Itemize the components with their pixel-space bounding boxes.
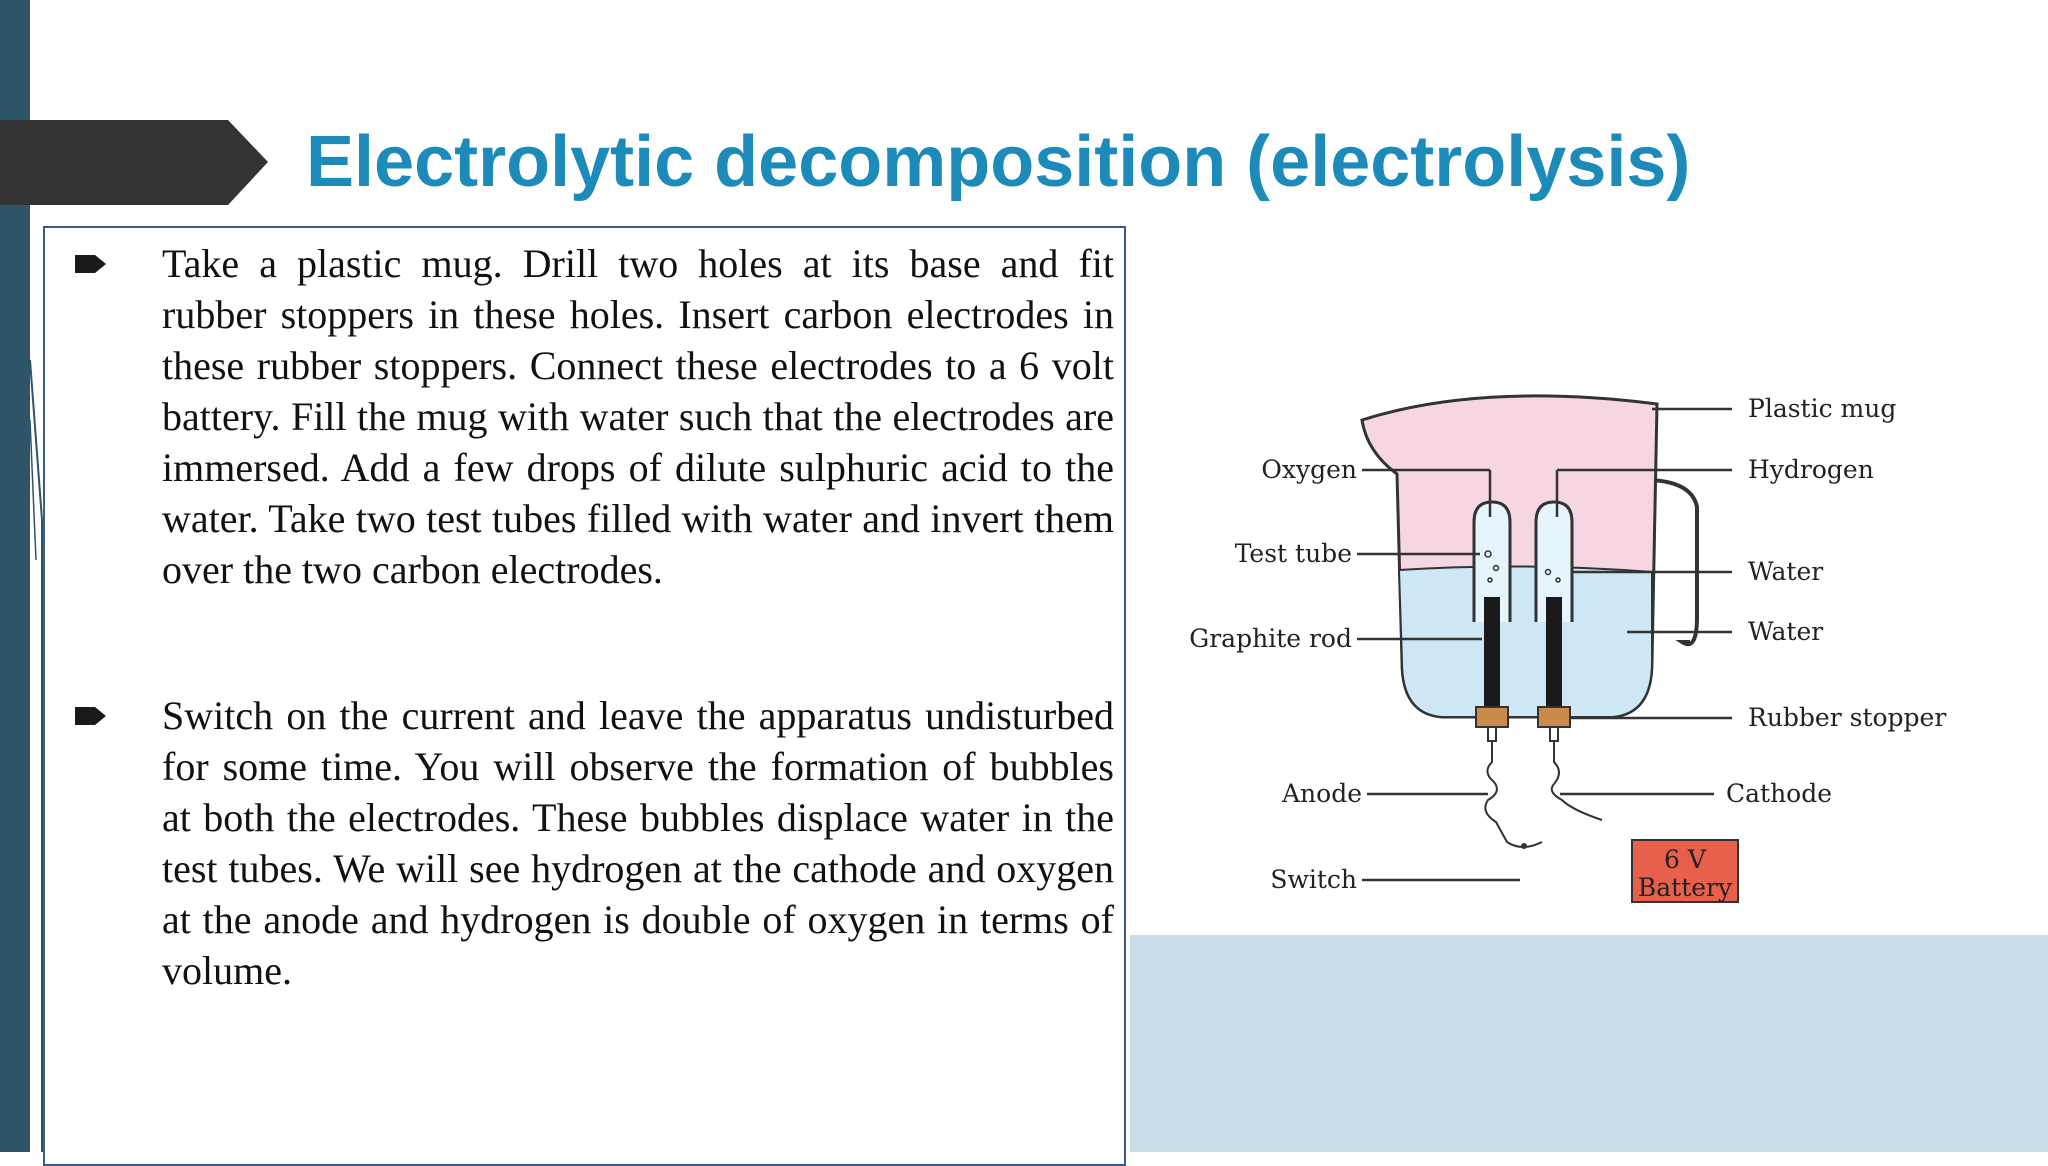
label-cathode: Cathode — [1726, 779, 1832, 808]
bullet-item: Switch on the current and leave the appa… — [75, 690, 1115, 996]
bullet-text: Switch on the current and leave the appa… — [162, 693, 1114, 993]
diagram-svg: 6 V Battery Oxygen Test tube Graphite ro… — [1189, 394, 1946, 903]
mug-handle — [1649, 478, 1699, 647]
left-decorative-lines — [29, 359, 43, 1152]
label-plastic-mug: Plastic mug — [1748, 394, 1896, 423]
bottom-band — [1130, 935, 2048, 1152]
battery-label-voltage: 6 V — [1664, 845, 1707, 874]
bullet-item: Take a plastic mug. Drill two holes at i… — [75, 238, 1115, 595]
arrow-bullet-icon — [75, 707, 106, 725]
label-hydrogen: Hydrogen — [1748, 455, 1874, 484]
bullet-text: Take a plastic mug. Drill two holes at i… — [162, 241, 1114, 592]
wire-anode — [1484, 741, 1543, 848]
test-tube-right — [1534, 500, 1574, 622]
slide-title: Electrolytic decomposition (electrolysis… — [306, 122, 1691, 202]
label-water-2: Water — [1748, 617, 1823, 646]
label-water-1: Water — [1748, 557, 1823, 586]
text-box: Take a plastic mug. Drill two holes at i… — [43, 226, 1126, 1166]
electrolysis-diagram: 6 V Battery Oxygen Test tube Graphite ro… — [1162, 322, 2048, 935]
battery-label-name: Battery — [1638, 873, 1733, 902]
rubber-stopper-right — [1537, 706, 1571, 728]
label-switch: Switch — [1270, 865, 1357, 894]
label-anode: Anode — [1281, 779, 1362, 808]
test-tube-left — [1472, 500, 1512, 622]
water-shape — [1397, 565, 1653, 718]
switch-point — [1521, 843, 1527, 849]
battery-box — [1631, 839, 1739, 903]
wire-cathode — [1550, 741, 1603, 821]
rubber-stopper-left — [1475, 706, 1509, 728]
arrow-bullet-icon — [75, 255, 106, 273]
label-graphite-rod: Graphite rod — [1189, 624, 1352, 653]
graphite-rod-right — [1546, 597, 1562, 707]
title-arrow-shape — [0, 120, 268, 205]
graphite-rod-left — [1484, 597, 1500, 707]
label-rubber-stopper: Rubber stopper — [1748, 703, 1946, 732]
label-oxygen: Oxygen — [1261, 455, 1357, 484]
bubbles — [1484, 550, 1561, 583]
label-test-tube: Test tube — [1235, 539, 1352, 568]
